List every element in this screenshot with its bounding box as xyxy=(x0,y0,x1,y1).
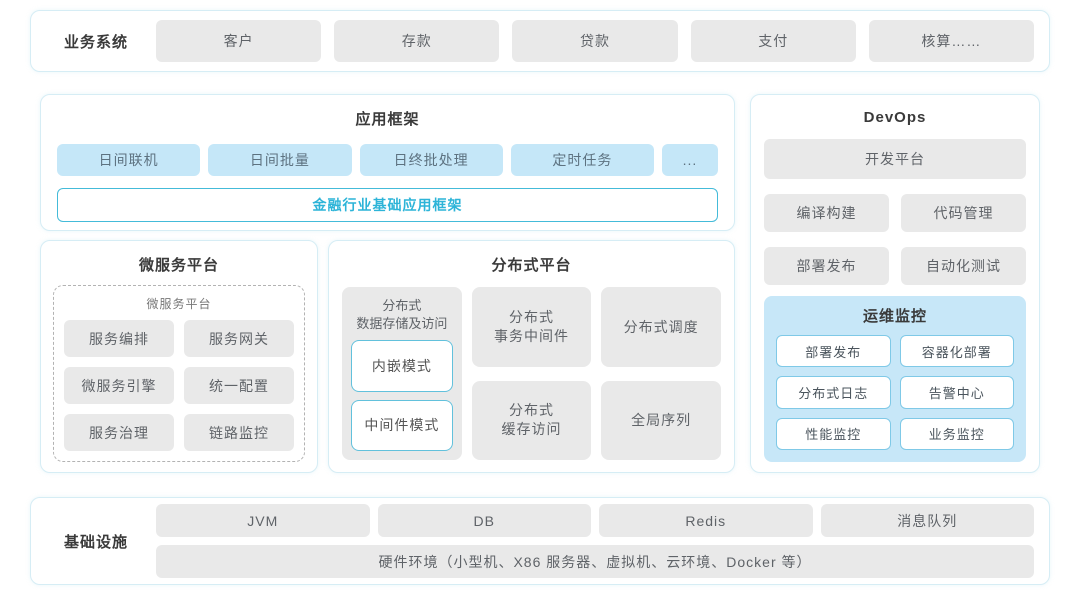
code-management-box: 代码管理 xyxy=(901,194,1026,232)
app-framework-scheduled-task: 定时任务 xyxy=(510,144,654,176)
infrastructure-bar: 基础设施 JVM DB Redis 消息队列 硬件环境（小型机、X86 服务器、… xyxy=(30,497,1050,585)
middle-section: 应用框架 日间联机 日间批量 日终批处理 定时任务 ... 金融行业基础应用框架… xyxy=(40,94,1040,473)
ops-monitoring-grid: 部署发布 容器化部署 分布式日志 告警中心 性能监控 业务监控 xyxy=(776,335,1014,450)
microservice-engine: 微服务引擎 xyxy=(64,367,174,404)
infrastructure-row: JVM DB Redis 消息队列 xyxy=(156,504,1034,537)
distributed-transaction-middleware: 分布式 事务中间件 xyxy=(471,287,592,367)
compile-build-box: 编译构建 xyxy=(764,194,889,232)
app-framework-more: ... xyxy=(662,144,718,176)
app-framework-daytime-batch: 日间批量 xyxy=(208,144,352,176)
microservice-grid: 服务编排 服务网关 微服务引擎 统一配置 服务治理 链路监控 xyxy=(64,320,294,451)
distributed-scheduling: 分布式调度 xyxy=(601,287,721,367)
distributed-right-column: 分布式调度 全局序列 xyxy=(601,287,721,460)
microservice-platform-title: 微服务平台 xyxy=(138,257,219,274)
distributed-platform-card: 分布式平台 分布式 数据存储及访问 内嵌模式 中间件模式 分布式 事务中间件 分… xyxy=(328,240,735,473)
app-framework-row: 日间联机 日间批量 日终批处理 定时任务 ... xyxy=(57,144,718,176)
embedded-mode-box: 内嵌模式 xyxy=(351,340,453,392)
hardware-environment-box: 硬件环境（小型机、X86 服务器、虚拟机、云环境、Docker 等） xyxy=(156,545,1034,578)
distributed-storage-box: 分布式 数据存储及访问 内嵌模式 中间件模式 xyxy=(342,287,462,460)
business-systems-label: 业务系统 xyxy=(63,33,128,51)
business-system-customer: 客户 xyxy=(156,20,322,62)
app-framework-card: 应用框架 日间联机 日间批量 日终批处理 定时任务 ... 金融行业基础应用框架 xyxy=(40,94,735,231)
infra-message-queue: 消息队列 xyxy=(820,504,1034,537)
distributed-middle-column: 分布式 事务中间件 分布式 缓存访问 xyxy=(471,287,592,460)
infra-db: DB xyxy=(377,504,591,537)
global-sequence: 全局序列 xyxy=(601,380,721,460)
automated-testing-box: 自动化测试 xyxy=(901,247,1026,285)
distributed-platform-title: 分布式平台 xyxy=(491,257,572,274)
business-system-loan: 贷款 xyxy=(512,20,678,62)
business-system-payment: 支付 xyxy=(690,20,856,62)
financial-base-framework: 金融行业基础应用框架 xyxy=(57,188,718,222)
microservice-gateway: 服务网关 xyxy=(184,320,294,357)
app-framework-eod-batch: 日终批处理 xyxy=(359,144,503,176)
distributed-storage-title: 分布式 数据存储及访问 xyxy=(356,298,448,331)
devops-row-2: 部署发布 自动化测试 xyxy=(764,247,1026,285)
business-systems-bar: 业务系统 客户 存款 贷款 支付 核算…… xyxy=(30,10,1050,72)
microservice-platform-card: 微服务平台 微服务平台 服务编排 服务网关 微服务引擎 统一配置 服务治理 链路… xyxy=(40,240,318,473)
microservice-inner-box: 微服务平台 服务编排 服务网关 微服务引擎 统一配置 服务治理 链路监控 xyxy=(53,285,305,462)
monitor-containerized-deploy: 容器化部署 xyxy=(899,335,1014,368)
infra-jvm: JVM xyxy=(156,504,370,537)
microservice-inner-title: 微服务平台 xyxy=(146,297,212,311)
infra-redis: Redis xyxy=(599,504,813,537)
middleware-mode-box: 中间件模式 xyxy=(351,399,453,451)
microservice-unified-config: 统一配置 xyxy=(184,367,294,404)
infrastructure-stack: JVM DB Redis 消息队列 硬件环境（小型机、X86 服务器、虚拟机、云… xyxy=(156,504,1034,578)
monitor-deploy-release: 部署发布 xyxy=(776,335,891,368)
microservice-trace-monitoring: 链路监控 xyxy=(184,414,294,451)
dev-platform-box: 开发平台 xyxy=(764,139,1026,179)
microservice-orchestration: 服务编排 xyxy=(64,320,174,357)
platforms-row: 微服务平台 微服务平台 服务编排 服务网关 微服务引擎 统一配置 服务治理 链路… xyxy=(40,240,735,473)
distributed-grid: 分布式 数据存储及访问 内嵌模式 中间件模式 分布式 事务中间件 分布式 缓存访… xyxy=(342,287,721,460)
app-framework-title: 应用框架 xyxy=(355,111,420,128)
ops-monitoring-panel: 运维监控 部署发布 容器化部署 分布式日志 告警中心 性能监控 业务监控 xyxy=(764,296,1026,462)
ops-monitoring-title: 运维监控 xyxy=(862,308,927,325)
monitor-alert-center: 告警中心 xyxy=(899,376,1014,409)
business-system-deposit: 存款 xyxy=(334,20,500,62)
deploy-release-box: 部署发布 xyxy=(764,247,889,285)
app-framework-daytime-online: 日间联机 xyxy=(57,144,201,176)
microservice-governance: 服务治理 xyxy=(64,414,174,451)
distributed-cache-access: 分布式 缓存访问 xyxy=(471,380,592,460)
business-system-accounting: 核算…… xyxy=(868,20,1035,62)
devops-card: DevOps 开发平台 编译构建 代码管理 部署发布 自动化测试 运维监控 部署… xyxy=(750,94,1040,473)
devops-row-1: 编译构建 代码管理 xyxy=(764,194,1026,232)
left-column: 应用框架 日间联机 日间批量 日终批处理 定时任务 ... 金融行业基础应用框架… xyxy=(40,94,735,473)
business-systems-row: 客户 存款 贷款 支付 核算…… xyxy=(156,20,1035,62)
infrastructure-label: 基础设施 xyxy=(63,533,128,551)
monitor-distributed-logs: 分布式日志 xyxy=(776,376,891,409)
monitor-performance: 性能监控 xyxy=(776,417,891,450)
monitor-business: 业务监控 xyxy=(899,417,1014,450)
devops-title: DevOps xyxy=(863,109,927,126)
